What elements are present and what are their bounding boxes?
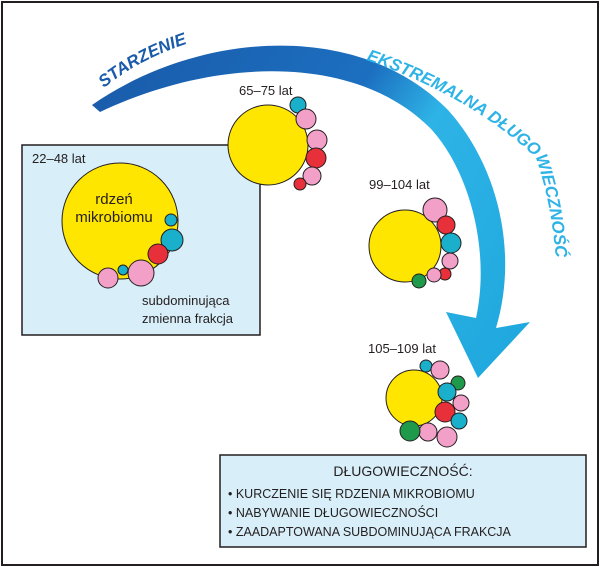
pink-circle	[426, 267, 442, 283]
elderly-microbiome-cluster	[227, 96, 328, 191]
pink-circle	[436, 426, 458, 448]
age-label-65-75: 65–75 lat	[239, 83, 293, 98]
green-circle	[399, 420, 421, 442]
summary-item-3: • ZAADAPTOWANA SUBDOMINUJĄCA FRAKCJA	[228, 525, 512, 539]
subdominant-label-line1: subdominująca	[142, 293, 230, 308]
core-circle	[385, 369, 443, 427]
teal-circle	[437, 382, 457, 402]
teal-tiny	[117, 264, 129, 276]
red-circle	[305, 147, 327, 169]
green-circle	[411, 273, 427, 289]
age-label-22-48: 22–48 lat	[32, 151, 86, 166]
teal-circle	[450, 412, 468, 430]
centenarian-microbiome-cluster	[368, 197, 462, 289]
pink-circle	[441, 252, 459, 270]
semi-supercentenarian-microbiome-cluster	[385, 359, 470, 448]
pink-circle	[295, 108, 317, 130]
pink-circle	[302, 166, 322, 186]
pink-circle	[97, 267, 119, 289]
pink-circle	[127, 259, 155, 287]
red-circle	[434, 401, 456, 423]
teal-circle	[440, 232, 462, 254]
pink-circle	[452, 394, 470, 412]
pink-circle	[306, 129, 328, 151]
red-circle	[147, 243, 169, 265]
aging-arc-arrow	[92, 45, 530, 378]
age-label-99-104: 99–104 lat	[369, 177, 430, 192]
teal-small	[164, 213, 178, 227]
age-label-105-109: 105–109 lat	[368, 341, 436, 356]
pink-circle	[418, 422, 438, 442]
teal-small	[419, 359, 433, 373]
core-label-line2: mikrobiomu	[75, 209, 153, 226]
young-microbiome-cluster	[61, 162, 184, 289]
summary-title: DŁUGOWIECZNOŚĆ:	[333, 462, 472, 479]
summary-item-2: • NABYWANIE DŁUGOWIECZNOŚCI	[228, 505, 438, 520]
pink-circle	[430, 360, 450, 380]
pink-circle	[422, 197, 448, 223]
red-circle	[436, 215, 456, 235]
summary-item-1: • KURCZENIE SIĘ RDZENIA MIKROBIOMU	[228, 487, 475, 501]
red-small	[293, 177, 307, 191]
core-label-line1: rdzeń	[95, 191, 133, 208]
subdominant-label-line2: zmienna frakcja	[142, 311, 234, 326]
teal-circle	[160, 228, 184, 252]
summary-box	[219, 454, 587, 548]
